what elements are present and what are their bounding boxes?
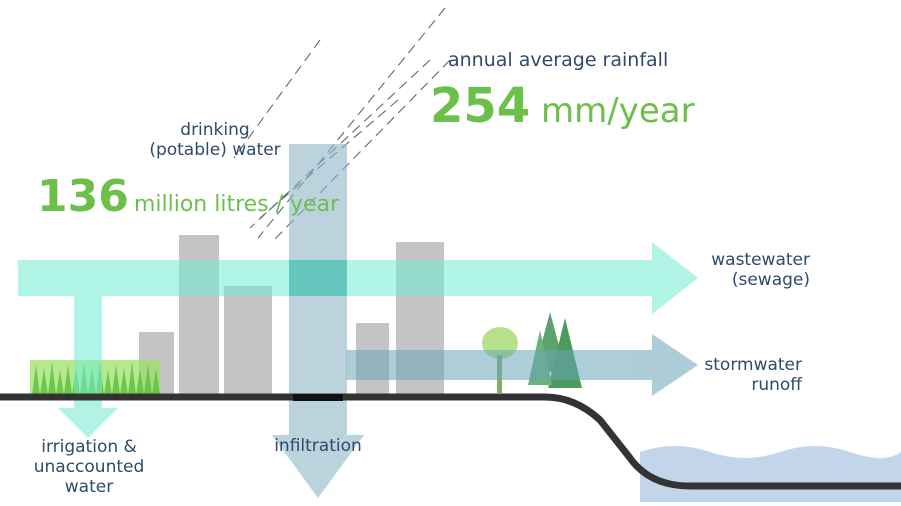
building — [179, 235, 219, 395]
drinking-water-label-line2: (potable) water — [149, 140, 281, 160]
drinking-water-value: 136 — [37, 171, 129, 222]
rainfall-unit: mm/year — [541, 91, 695, 131]
drinking-water-unit: million litres / year — [133, 192, 340, 217]
drinking-water-label: drinking (potable) water — [135, 120, 295, 160]
stormwater-label-line2: runoff — [751, 375, 802, 395]
drinking-water-value-group: 136 million litres / year — [37, 175, 339, 219]
wastewater-label: wastewater (sewage) — [690, 250, 810, 290]
stormwater-flow — [346, 334, 698, 396]
irrigation-label: irrigation & unaccounted water — [14, 437, 164, 497]
water-body — [640, 446, 901, 502]
ground-line — [0, 393, 901, 490]
drinking-water-label-line1: drinking — [180, 120, 250, 140]
rainfall-value-group: 254 mm/year — [430, 82, 695, 130]
stormwater-label: stormwater runoff — [690, 355, 802, 395]
irrigation-flow — [58, 296, 118, 438]
irrigation-label-line2: unaccounted — [33, 457, 145, 477]
stormwater-label-line1: stormwater — [704, 355, 802, 375]
overlap-highlights — [289, 260, 347, 296]
rainfall-value: 254 — [430, 78, 531, 134]
infiltration-label: infiltration — [274, 436, 362, 456]
building — [224, 286, 272, 395]
wastewater-flow — [18, 242, 698, 314]
rainfall-label: annual average rainfall — [448, 49, 669, 71]
wastewater-label-line2: (sewage) — [731, 270, 810, 290]
irrigation-label-line1: irrigation & — [41, 437, 137, 457]
irrigation-label-line3: water — [64, 477, 114, 497]
infiltration-cut — [293, 394, 343, 401]
wastewater-label-line1: wastewater — [711, 250, 810, 270]
